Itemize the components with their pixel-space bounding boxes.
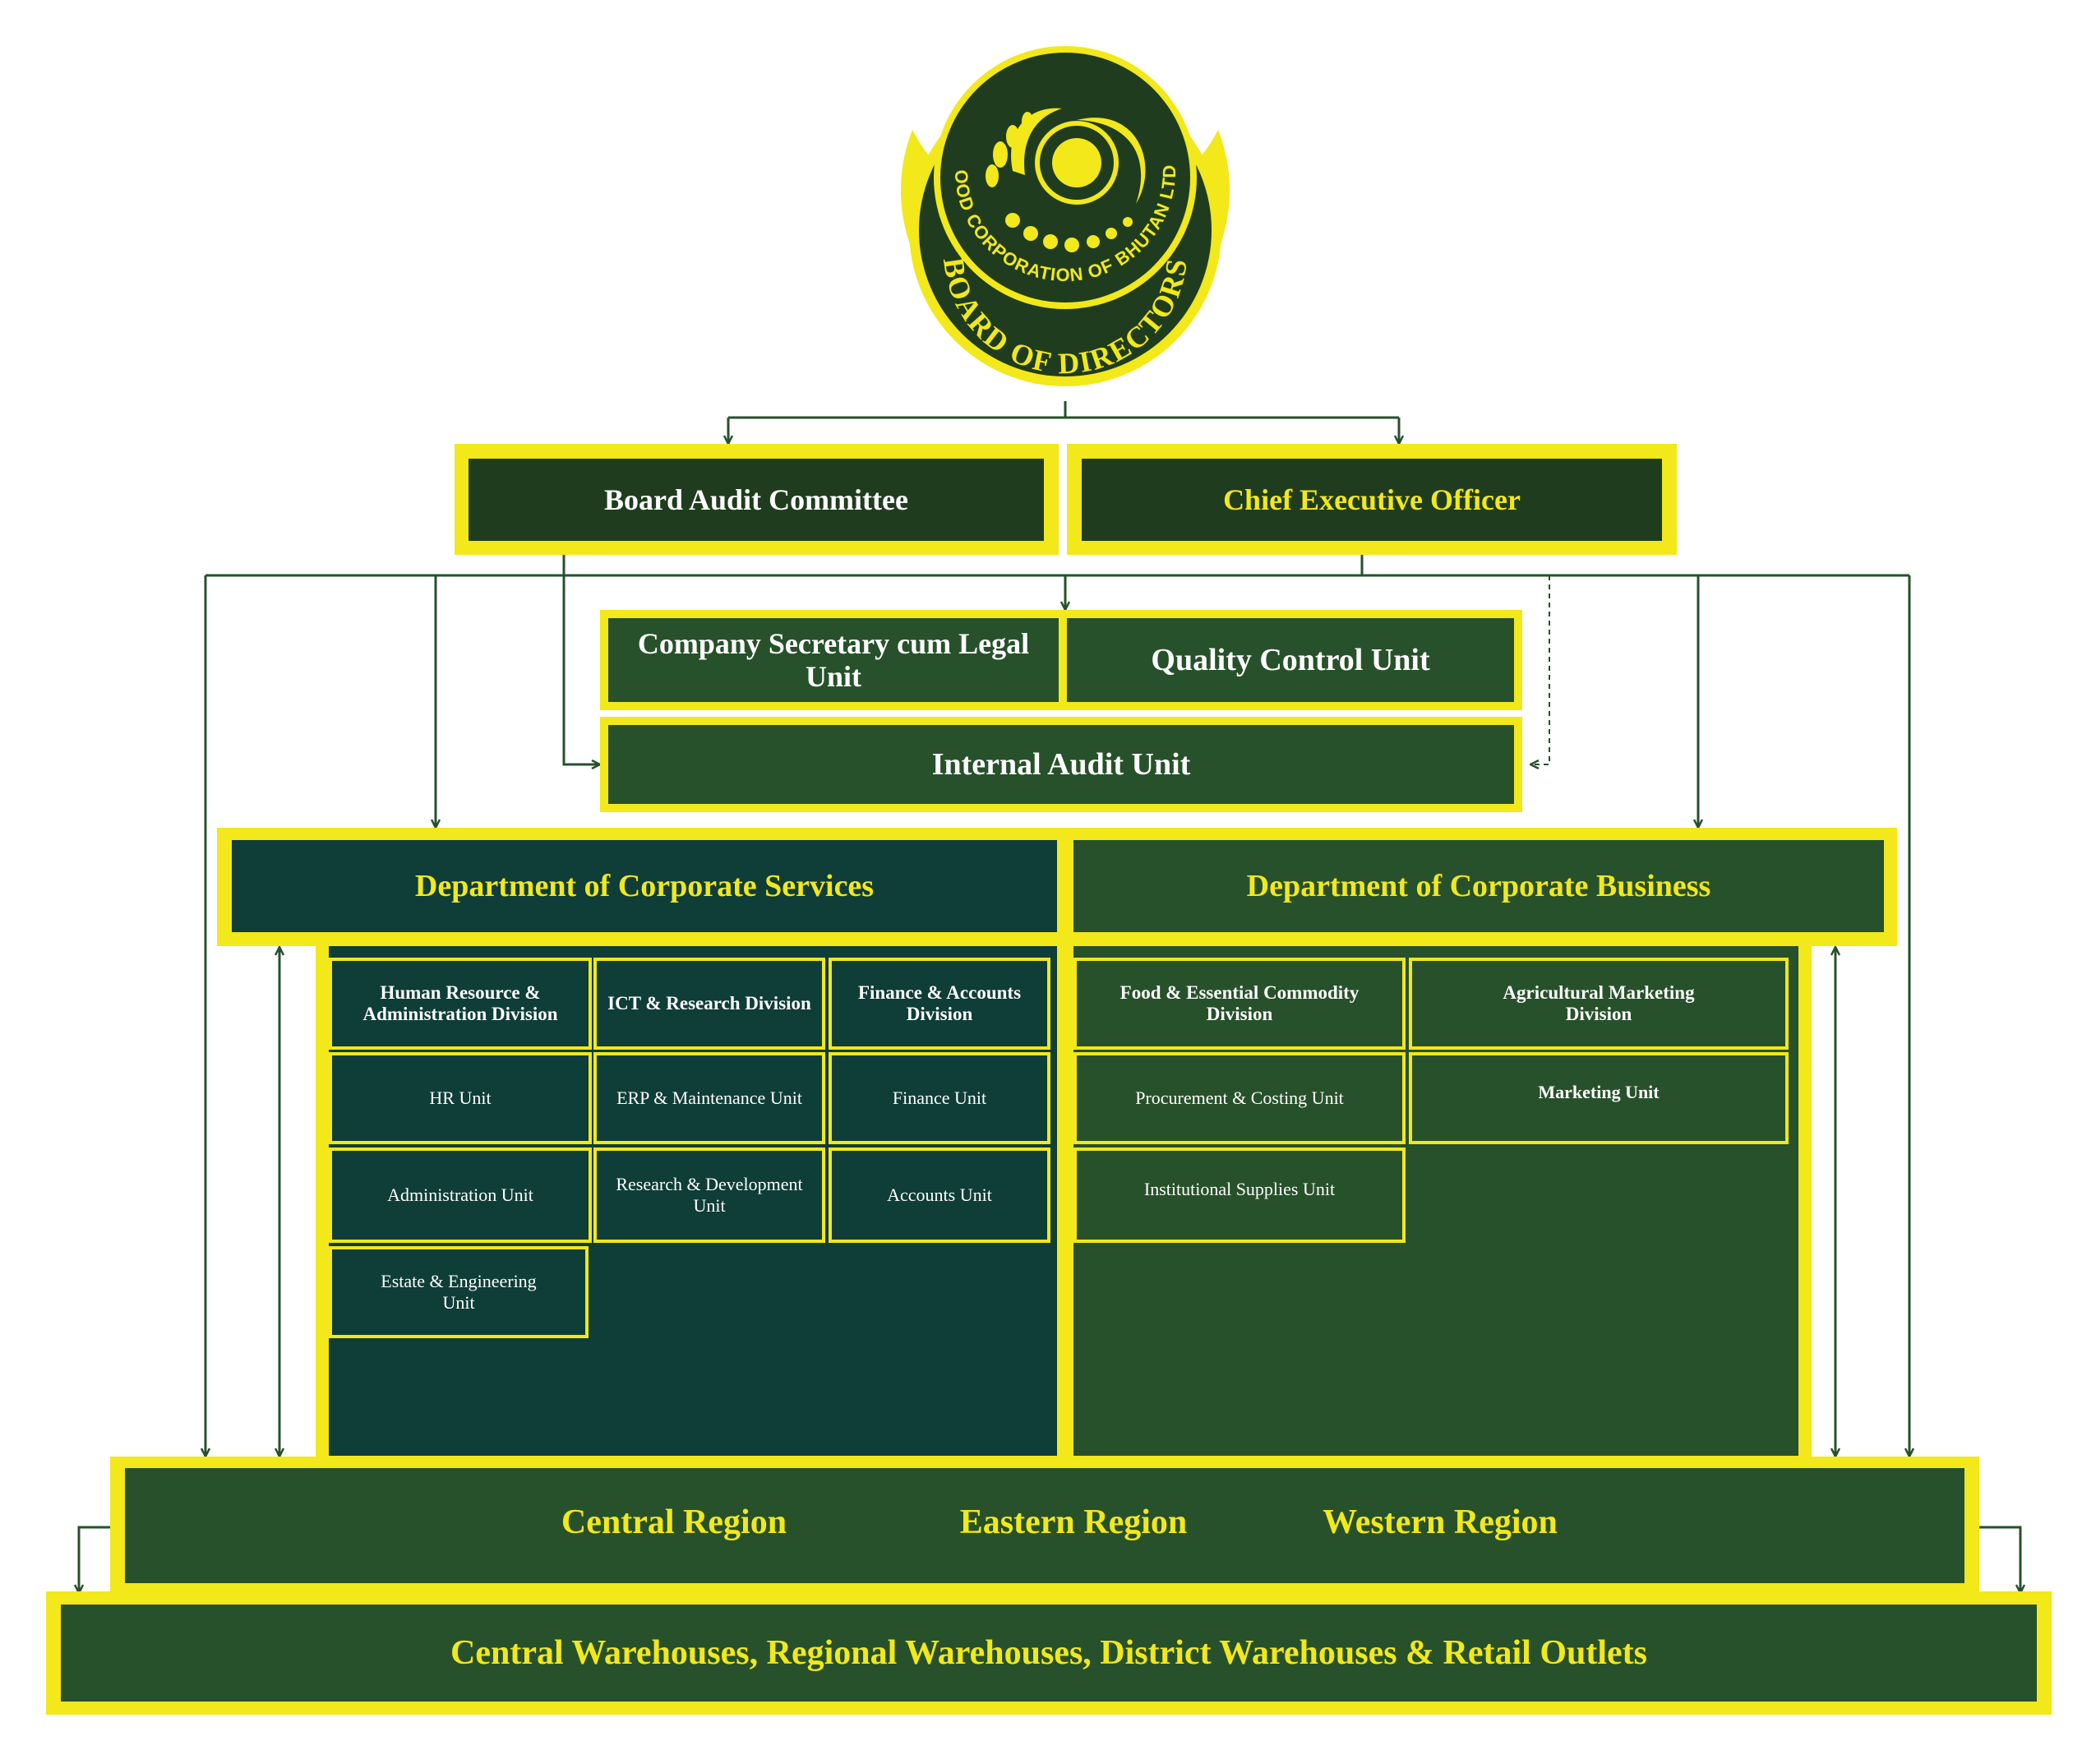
estate-engineering-unit[interactable]: Estate & Engineering Unit bbox=[329, 1246, 589, 1338]
dashed-arrow-ceo-to-internal-audit bbox=[1530, 575, 1550, 764]
finance-unit[interactable]: Finance Unit bbox=[829, 1052, 1050, 1144]
administration-unit[interactable]: Administration Unit bbox=[329, 1148, 592, 1243]
finance-accounts-division[interactable]: Finance & Accounts Division bbox=[829, 958, 1050, 1050]
arrow-audit-committee-to-internal-audit bbox=[562, 549, 600, 764]
arrow-regions-to-warehouses-right bbox=[1968, 1526, 2020, 1593]
arrow-regions-to-warehouses-left bbox=[79, 1526, 122, 1593]
warehouses-box[interactable]: Central Warehouses, Regional Warehouses,… bbox=[61, 1605, 2037, 1702]
agricultural-marketing-division[interactable]: Agricultural Marketing Division bbox=[1409, 958, 1789, 1050]
research-development-unit[interactable]: Research & Development Unit bbox=[593, 1148, 825, 1243]
western-region[interactable]: Western Region bbox=[1323, 1503, 1558, 1541]
accounts-unit[interactable]: Accounts Unit bbox=[829, 1148, 1050, 1243]
hr-admin-division[interactable]: Human Resource & Administration Division bbox=[329, 958, 592, 1050]
ceo-box[interactable]: Chief Executive Officer bbox=[1082, 459, 1662, 541]
corporate-services-title[interactable]: Department of Corporate Services bbox=[232, 840, 1057, 932]
internal-audit-box[interactable]: Internal Audit Unit bbox=[608, 725, 1514, 804]
eastern-region[interactable]: Eastern Region bbox=[959, 1503, 1188, 1541]
board-of-directors-logo: FOOD CORPORATION OF BHUTAN LTD. BOARD OF… bbox=[889, 39, 1230, 386]
quality-control-box[interactable]: Quality Control Unit bbox=[1067, 618, 1514, 702]
hr-unit[interactable]: HR Unit bbox=[329, 1052, 592, 1144]
procurement-costing-unit[interactable]: Procurement & Costing Unit bbox=[1073, 1052, 1406, 1144]
company-secretary-box[interactable]: Company Secretary cum Legal Unit bbox=[608, 618, 1059, 702]
board-audit-committee-box[interactable]: Board Audit Committee bbox=[469, 459, 1044, 541]
erp-maintenance-unit[interactable]: ERP & Maintenance Unit bbox=[593, 1052, 825, 1144]
grain-emblem-icon bbox=[986, 108, 1146, 252]
corporate-business-title[interactable]: Department of Corporate Business bbox=[1073, 840, 1884, 932]
food-essential-commodity-division[interactable]: Food & Essential Commodity Division bbox=[1073, 958, 1406, 1050]
central-region[interactable]: Central Region bbox=[561, 1503, 787, 1541]
regions-box bbox=[125, 1468, 1964, 1583]
ict-research-division[interactable]: ICT & Research Division bbox=[593, 958, 825, 1050]
marketing-unit[interactable]: Marketing Unit bbox=[1409, 1052, 1789, 1144]
institutional-supplies-unit[interactable]: Institutional Supplies Unit bbox=[1073, 1148, 1406, 1243]
